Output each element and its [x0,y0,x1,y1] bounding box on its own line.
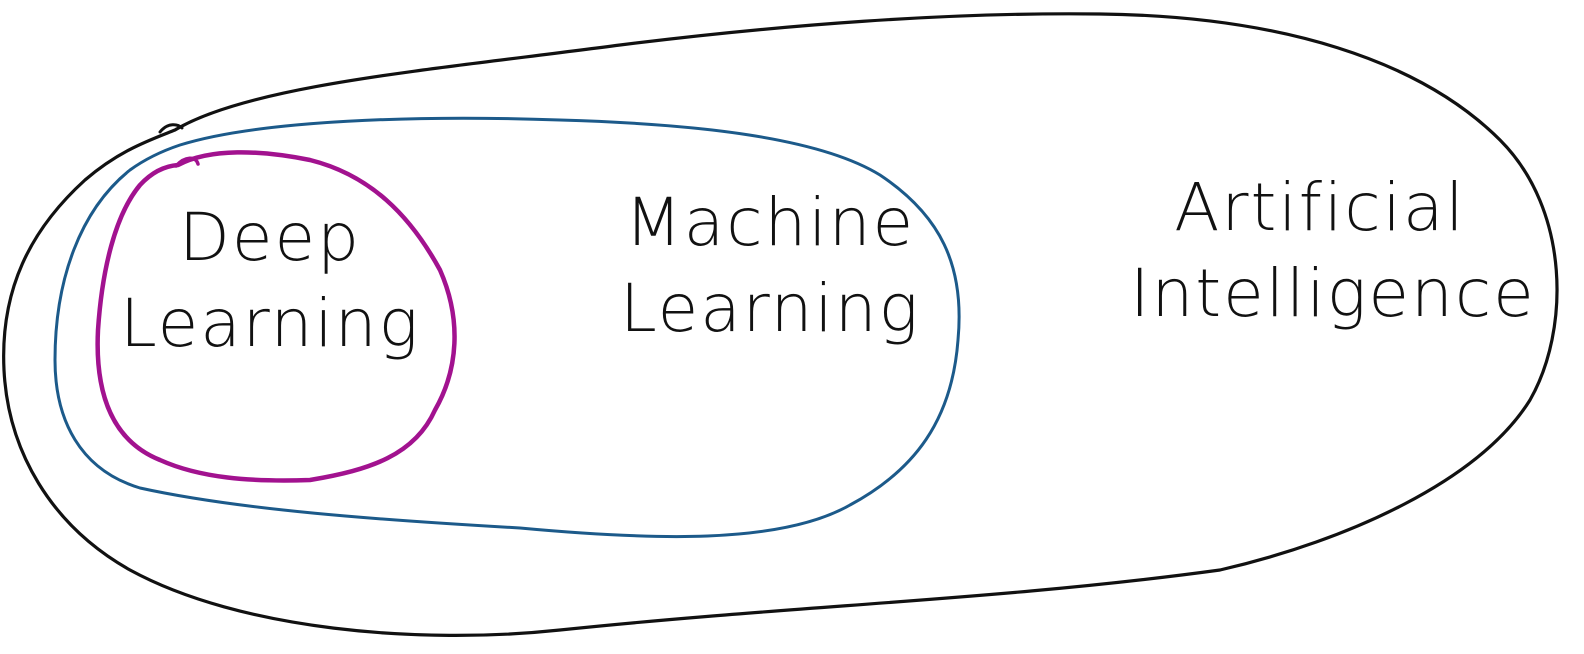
machine-learning-label-line1: Machine [624,184,916,261]
deep-learning-label-line2: Learning [120,284,421,362]
ml-region-outline [53,116,961,539]
artificial-intelligence-label-line2: Intelligence [1130,254,1536,332]
ai-stroke-tick [158,123,184,134]
artificial-intelligence-label-line1: Artificial [1174,169,1466,246]
artificial-intelligence-label: Artificial Intelligence [1130,165,1536,337]
dl-region-outline [95,150,457,483]
machine-learning-label-line2: Learning [620,269,921,347]
deep-learning-label: Deep Learning [120,195,420,367]
ai-region-outline [2,12,1559,638]
machine-learning-label: Machine Learning [620,180,920,352]
deep-learning-label-line1: Deep [179,199,361,276]
dl-stroke-tick [174,156,200,168]
